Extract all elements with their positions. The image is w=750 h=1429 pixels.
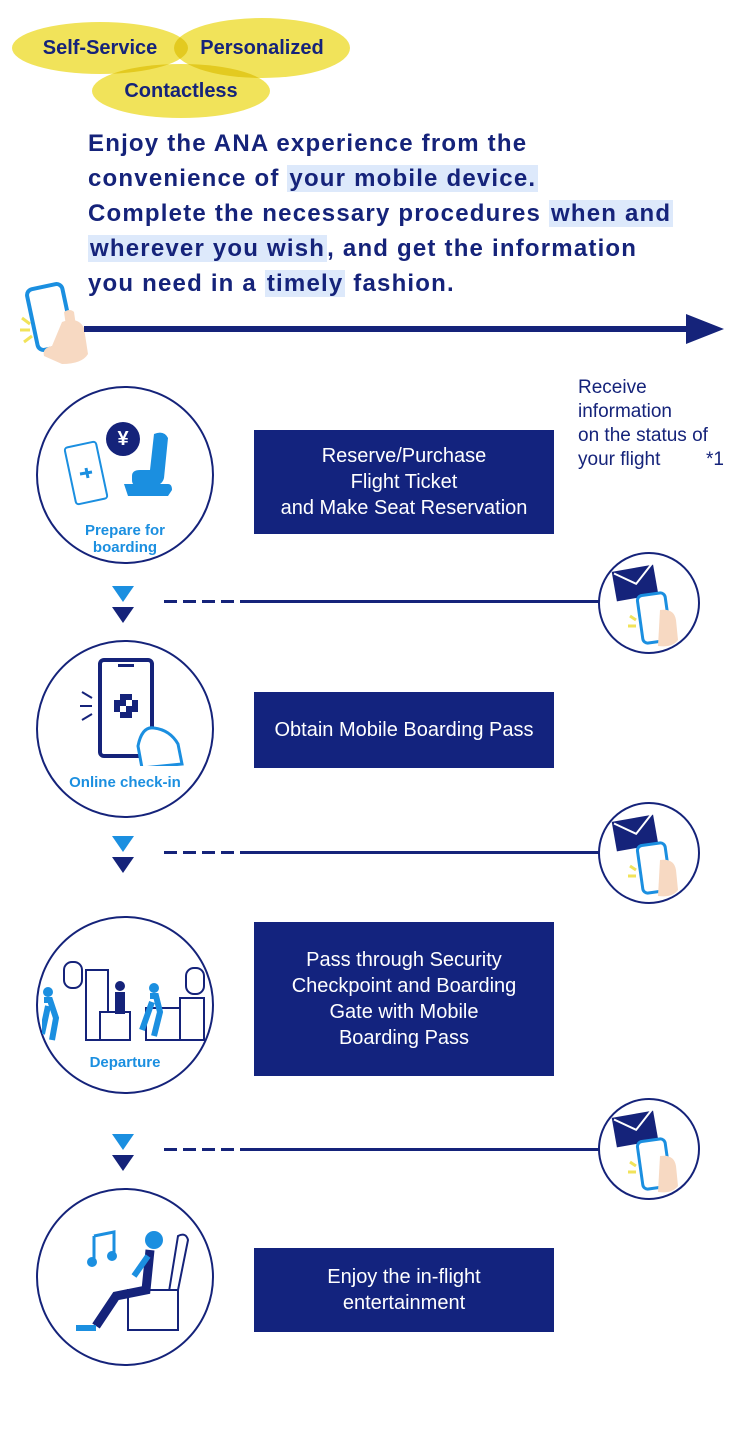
qr-code-icon [80,658,184,766]
receive-info-line: Receive [578,377,647,398]
step-circle-checkin: Online check-in [36,640,214,818]
down-arrow-dark [112,1155,134,1171]
down-arrow-light [112,836,134,852]
step-box-line: Obtain Mobile Boarding Pass [274,719,534,741]
timeline-arrow-line [84,326,688,332]
notification-circle [598,1098,700,1200]
step-box-line: Enjoy the in-flight [327,1266,481,1288]
step-box-text: Enjoy the in-flight entertainment [327,1264,480,1316]
step-box-line: Flight Ticket [350,471,458,493]
headline-text: convenience of [88,165,288,192]
step-box-line: Gate with Mobile [329,1001,479,1023]
step-box-line: Boarding Pass [338,1027,470,1049]
receive-info-line: information [578,401,672,422]
mail-phone-icon [611,561,678,647]
down-arrow-light [112,586,134,602]
headline-text: you need in a [88,270,265,297]
down-arrow-dark [112,607,134,623]
headline-line-2: convenience of your mobile device. [88,161,728,196]
step-label-line: Departure [89,1054,161,1071]
step-label-checkin: Online check-in [38,774,212,791]
step-box-reserve: Reserve/Purchase Flight Ticket and Make … [254,430,554,534]
step-label-line: boarding [92,539,158,556]
receive-info-line: on the status of [578,425,708,446]
dashed-connector [164,851,240,854]
headline-text: , and get the information [327,235,638,262]
headline-highlight: timely [264,270,346,297]
timeline-arrow-head [686,314,724,344]
headline-text: Complete the necessary procedures [88,200,549,227]
step-box-text: Pass through Security Checkpoint and Boa… [292,947,517,1051]
mail-phone-icon [611,1107,678,1193]
badge-contactless: Contactless [92,64,270,118]
badge-personalized-label: Personalized [200,36,324,59]
ticket-icon [63,440,109,506]
dashed-connector [164,1148,240,1151]
airplane-seat-icon [124,432,172,496]
solid-connector [240,600,600,603]
notification-circle [598,802,700,904]
security-gate-icon [42,961,205,1041]
mobile-phone-icon [20,282,88,364]
receive-info-text: Receive information on the status of you… [578,376,750,472]
mail-phone-icon [611,811,678,897]
music-note-icon [87,1230,117,1267]
headline-line-1: Enjoy the ANA experience from the [88,130,528,157]
step-box-line: Pass through Security [306,949,502,971]
airplane-seat-icon [76,1231,190,1331]
solid-connector [240,1148,600,1151]
step-box-line: Checkpoint and Boarding [291,975,517,997]
step-box-line: and Make Seat Reservation [280,497,528,519]
badge-self-service-label: Self-Service [42,36,158,59]
step-label-line: Online check-in [69,774,181,791]
headline-line-3: Complete the necessary procedures when a… [88,196,728,231]
headline: Enjoy the ANA experience from the conven… [88,126,728,301]
yen-symbol: ¥ [117,427,129,450]
step-box-line: entertainment [342,1292,466,1314]
yen-icon: ¥ [106,422,140,456]
badge-self-service: Self-Service [12,22,188,74]
step-box-security: Pass through Security Checkpoint and Boa… [254,922,554,1076]
receive-info-line: your flight [578,449,661,470]
step-box-entertainment: Enjoy the in-flight entertainment [254,1248,554,1332]
headline-line-4: wherever you wish, and get the informati… [88,231,728,266]
step-label-departure: Departure [38,1054,212,1071]
step-box-boarding-pass: Obtain Mobile Boarding Pass [254,692,554,768]
headline-highlight: your mobile device. [287,165,539,192]
step-label-line: Prepare for [84,522,166,539]
headline-highlight: wherever you wish [88,235,328,262]
step-circle-entertainment [36,1188,214,1366]
down-arrow-dark [112,857,134,873]
step-circle-departure: Departure [36,916,214,1094]
step-circle-prepare: ¥ Prepare for boarding [36,386,214,564]
dashed-connector [164,600,240,603]
badge-contactless-label: Contactless [124,79,238,102]
headline-highlight: when and [548,200,674,227]
headline-text: fashion. [345,270,455,297]
headline-line-5: you need in a timely fashion. [88,266,728,301]
step-box-text: Reserve/Purchase Flight Ticket and Make … [281,443,528,521]
down-arrow-light [112,1134,134,1150]
step-box-line: Reserve/Purchase [321,445,487,467]
footnote-marker: *1 [706,449,724,470]
notification-circle [598,552,700,654]
solid-connector [240,851,600,854]
step-label-prepare: Prepare for boarding [38,522,212,556]
